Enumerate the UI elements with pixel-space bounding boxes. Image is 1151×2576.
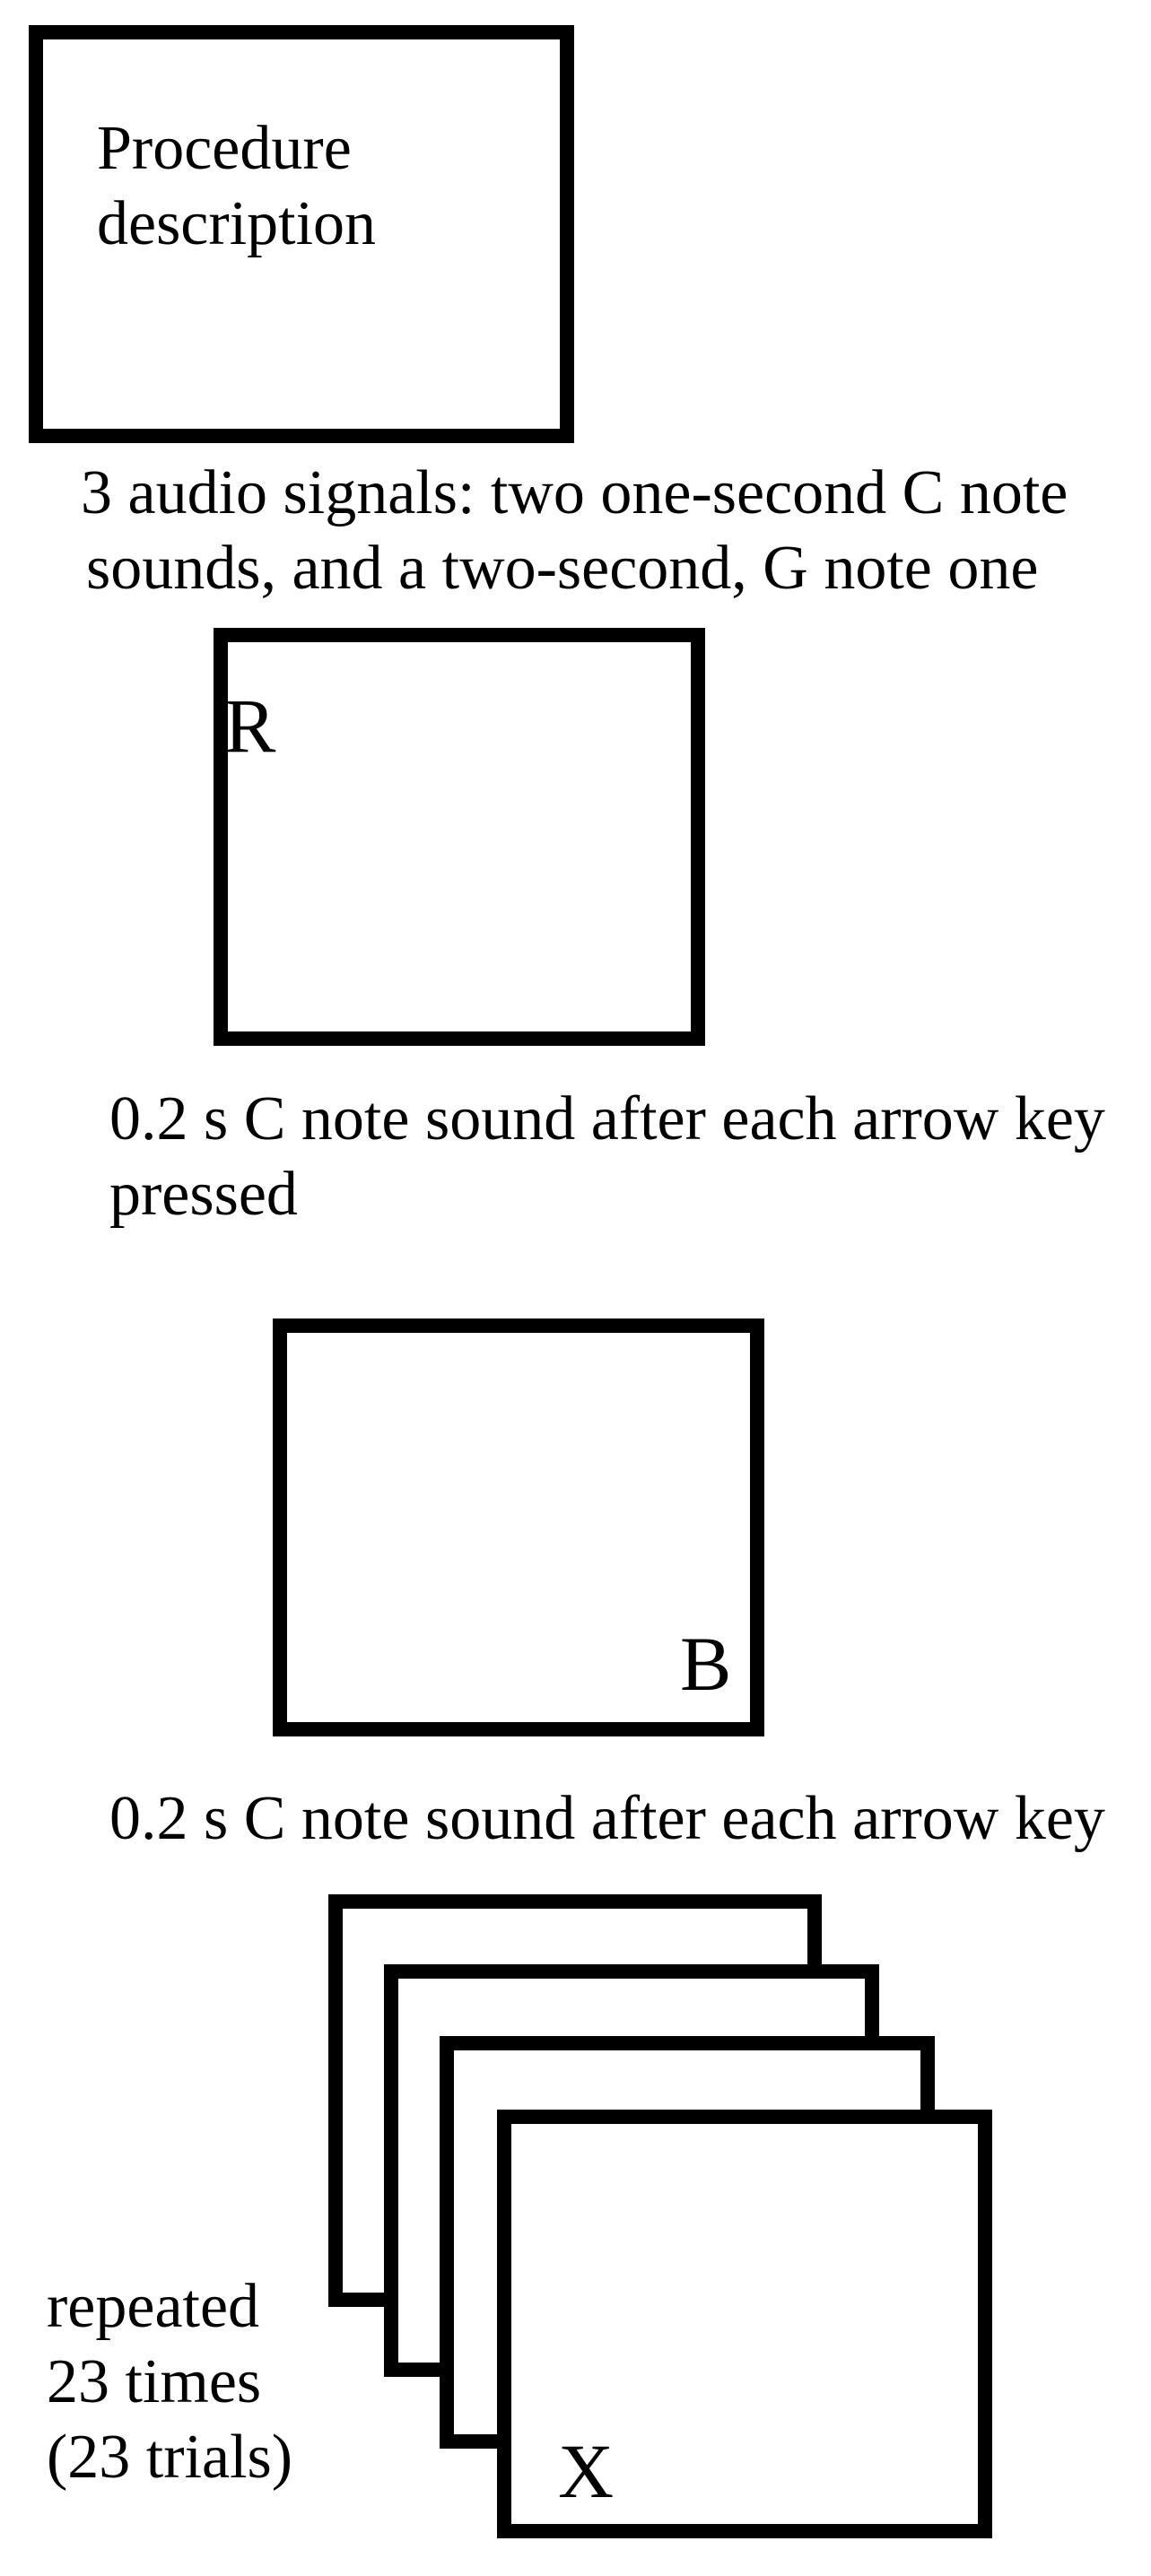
start-letter-r: R (224, 683, 276, 769)
repetition-caption-line-2: 23 times (47, 2347, 262, 2416)
keypress-note-caption-1-line-2: pressed (109, 1160, 298, 1229)
procedure-description-screen (29, 25, 574, 443)
goal-letter-b: B (680, 1621, 732, 1707)
audio-signals-caption-line-2: sounds, and a two-second, G note one (86, 534, 1039, 603)
keypress-note-caption-1-line-1: 0.2 s C note sound after each arrow key (109, 1084, 1105, 1153)
keypress-note-caption-2: 0.2 s C note sound after each arrow key (109, 1784, 1105, 1853)
trial-screen-front (497, 2110, 992, 2538)
repetition-caption-line-1: repeated (47, 2272, 260, 2341)
procedure-description-line-2: description (97, 189, 377, 258)
goal-position-screen (273, 1318, 764, 1736)
audio-signals-caption-line-1: 3 audio signals: two one-second C note (81, 458, 1068, 527)
start-position-screen (214, 628, 705, 1046)
procedure-description-line-1: Procedure (97, 114, 352, 183)
repetition-caption-line-3: (23 trials) (47, 2423, 293, 2492)
trial-letter-x: X (558, 2428, 615, 2514)
